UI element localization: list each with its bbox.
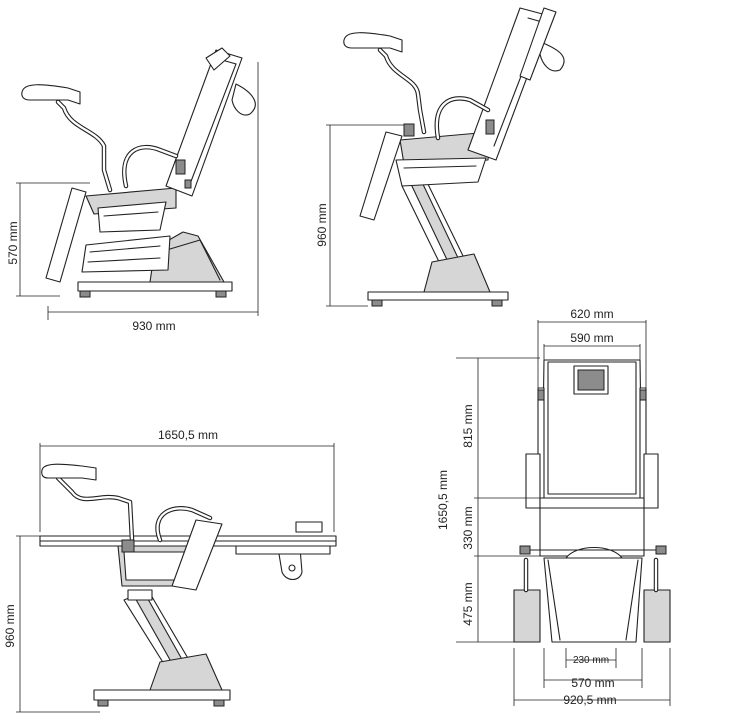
dim-top-leg-width: 570 mm [571, 676, 614, 690]
top-view [456, 320, 671, 706]
dim-top-leg-inner: 230 mm [573, 655, 609, 666]
side-view-raised [326, 7, 565, 307]
dim-top-backrest-length: 815 mm [461, 404, 475, 447]
dim-side-seat-height: 570 mm [6, 221, 20, 264]
dim-flat-length: 1650,5 mm [158, 428, 218, 442]
dim-top-leg-length: 475 mm [461, 582, 475, 625]
dim-side-length: 930 mm [132, 319, 175, 333]
dim-top-total-length: 1650,5 mm [436, 470, 450, 530]
side-view-reclined [16, 47, 259, 320]
dim-raised-height: 960 mm [315, 203, 329, 246]
dim-flat-height: 960 mm [3, 604, 17, 647]
dim-top-inner-width: 590 mm [570, 331, 613, 345]
dim-top-overall-width: 920,5 mm [563, 693, 616, 707]
side-view-flat [16, 443, 337, 713]
dim-top-outer-width: 620 mm [570, 307, 613, 321]
dim-top-seat-length: 330 mm [461, 506, 475, 549]
